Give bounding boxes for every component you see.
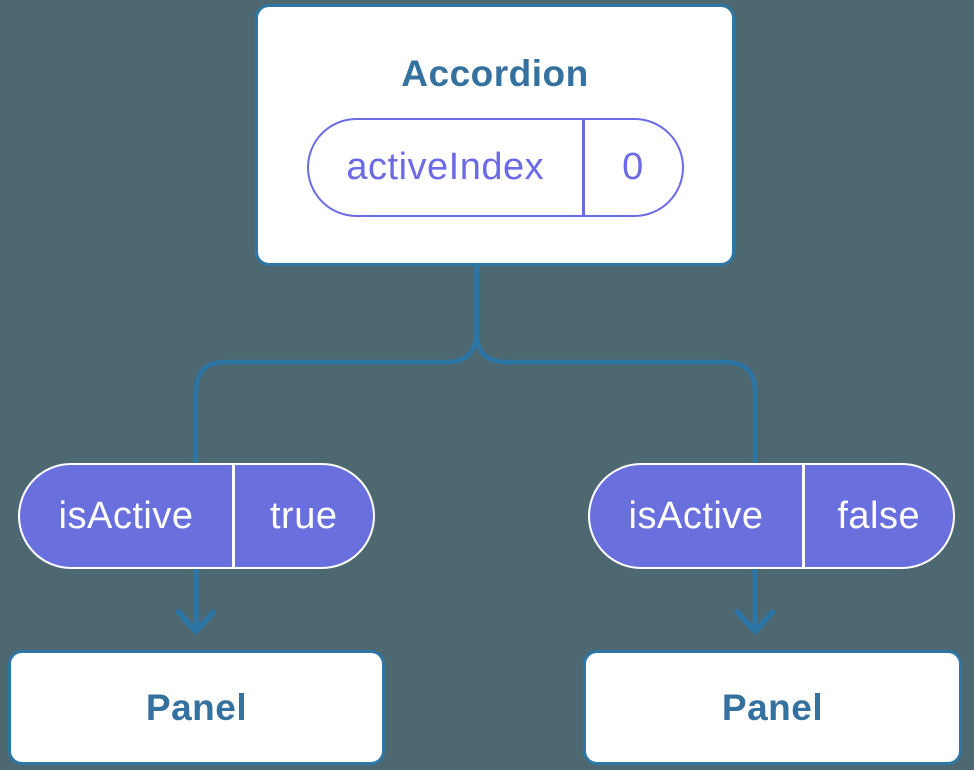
accordion-node-title: Accordion: [401, 53, 589, 94]
branch-line-left: [193, 264, 479, 464]
arrow-down-icon: [175, 609, 217, 635]
panel-node-right: Panel: [583, 650, 962, 765]
prop-pill-value: false: [837, 494, 921, 537]
state-pill-value: 0: [622, 146, 644, 188]
panel-node-title: Panel: [145, 686, 248, 728]
state-pill-label: activeIndex: [346, 146, 545, 188]
panel-node-title: Panel: [721, 686, 824, 728]
pill-divider: [802, 465, 805, 567]
prop-pill-isactive-false: isActive false: [588, 463, 955, 569]
prop-pill-label: isActive: [58, 494, 194, 537]
state-pill-activeindex: activeIndex 0: [306, 118, 684, 217]
panel-node-left: Panel: [8, 650, 385, 765]
pill-divider: [582, 120, 585, 215]
prop-pill-isactive-true: isActive true: [18, 463, 375, 569]
prop-pill-value: true: [270, 494, 338, 537]
prop-pill-label: isActive: [628, 494, 764, 537]
pill-divider: [232, 465, 235, 567]
branch-line-right: [474, 264, 758, 464]
arrow-down-icon: [734, 609, 776, 635]
accordion-node: Accordion activeIndex 0: [255, 4, 735, 266]
